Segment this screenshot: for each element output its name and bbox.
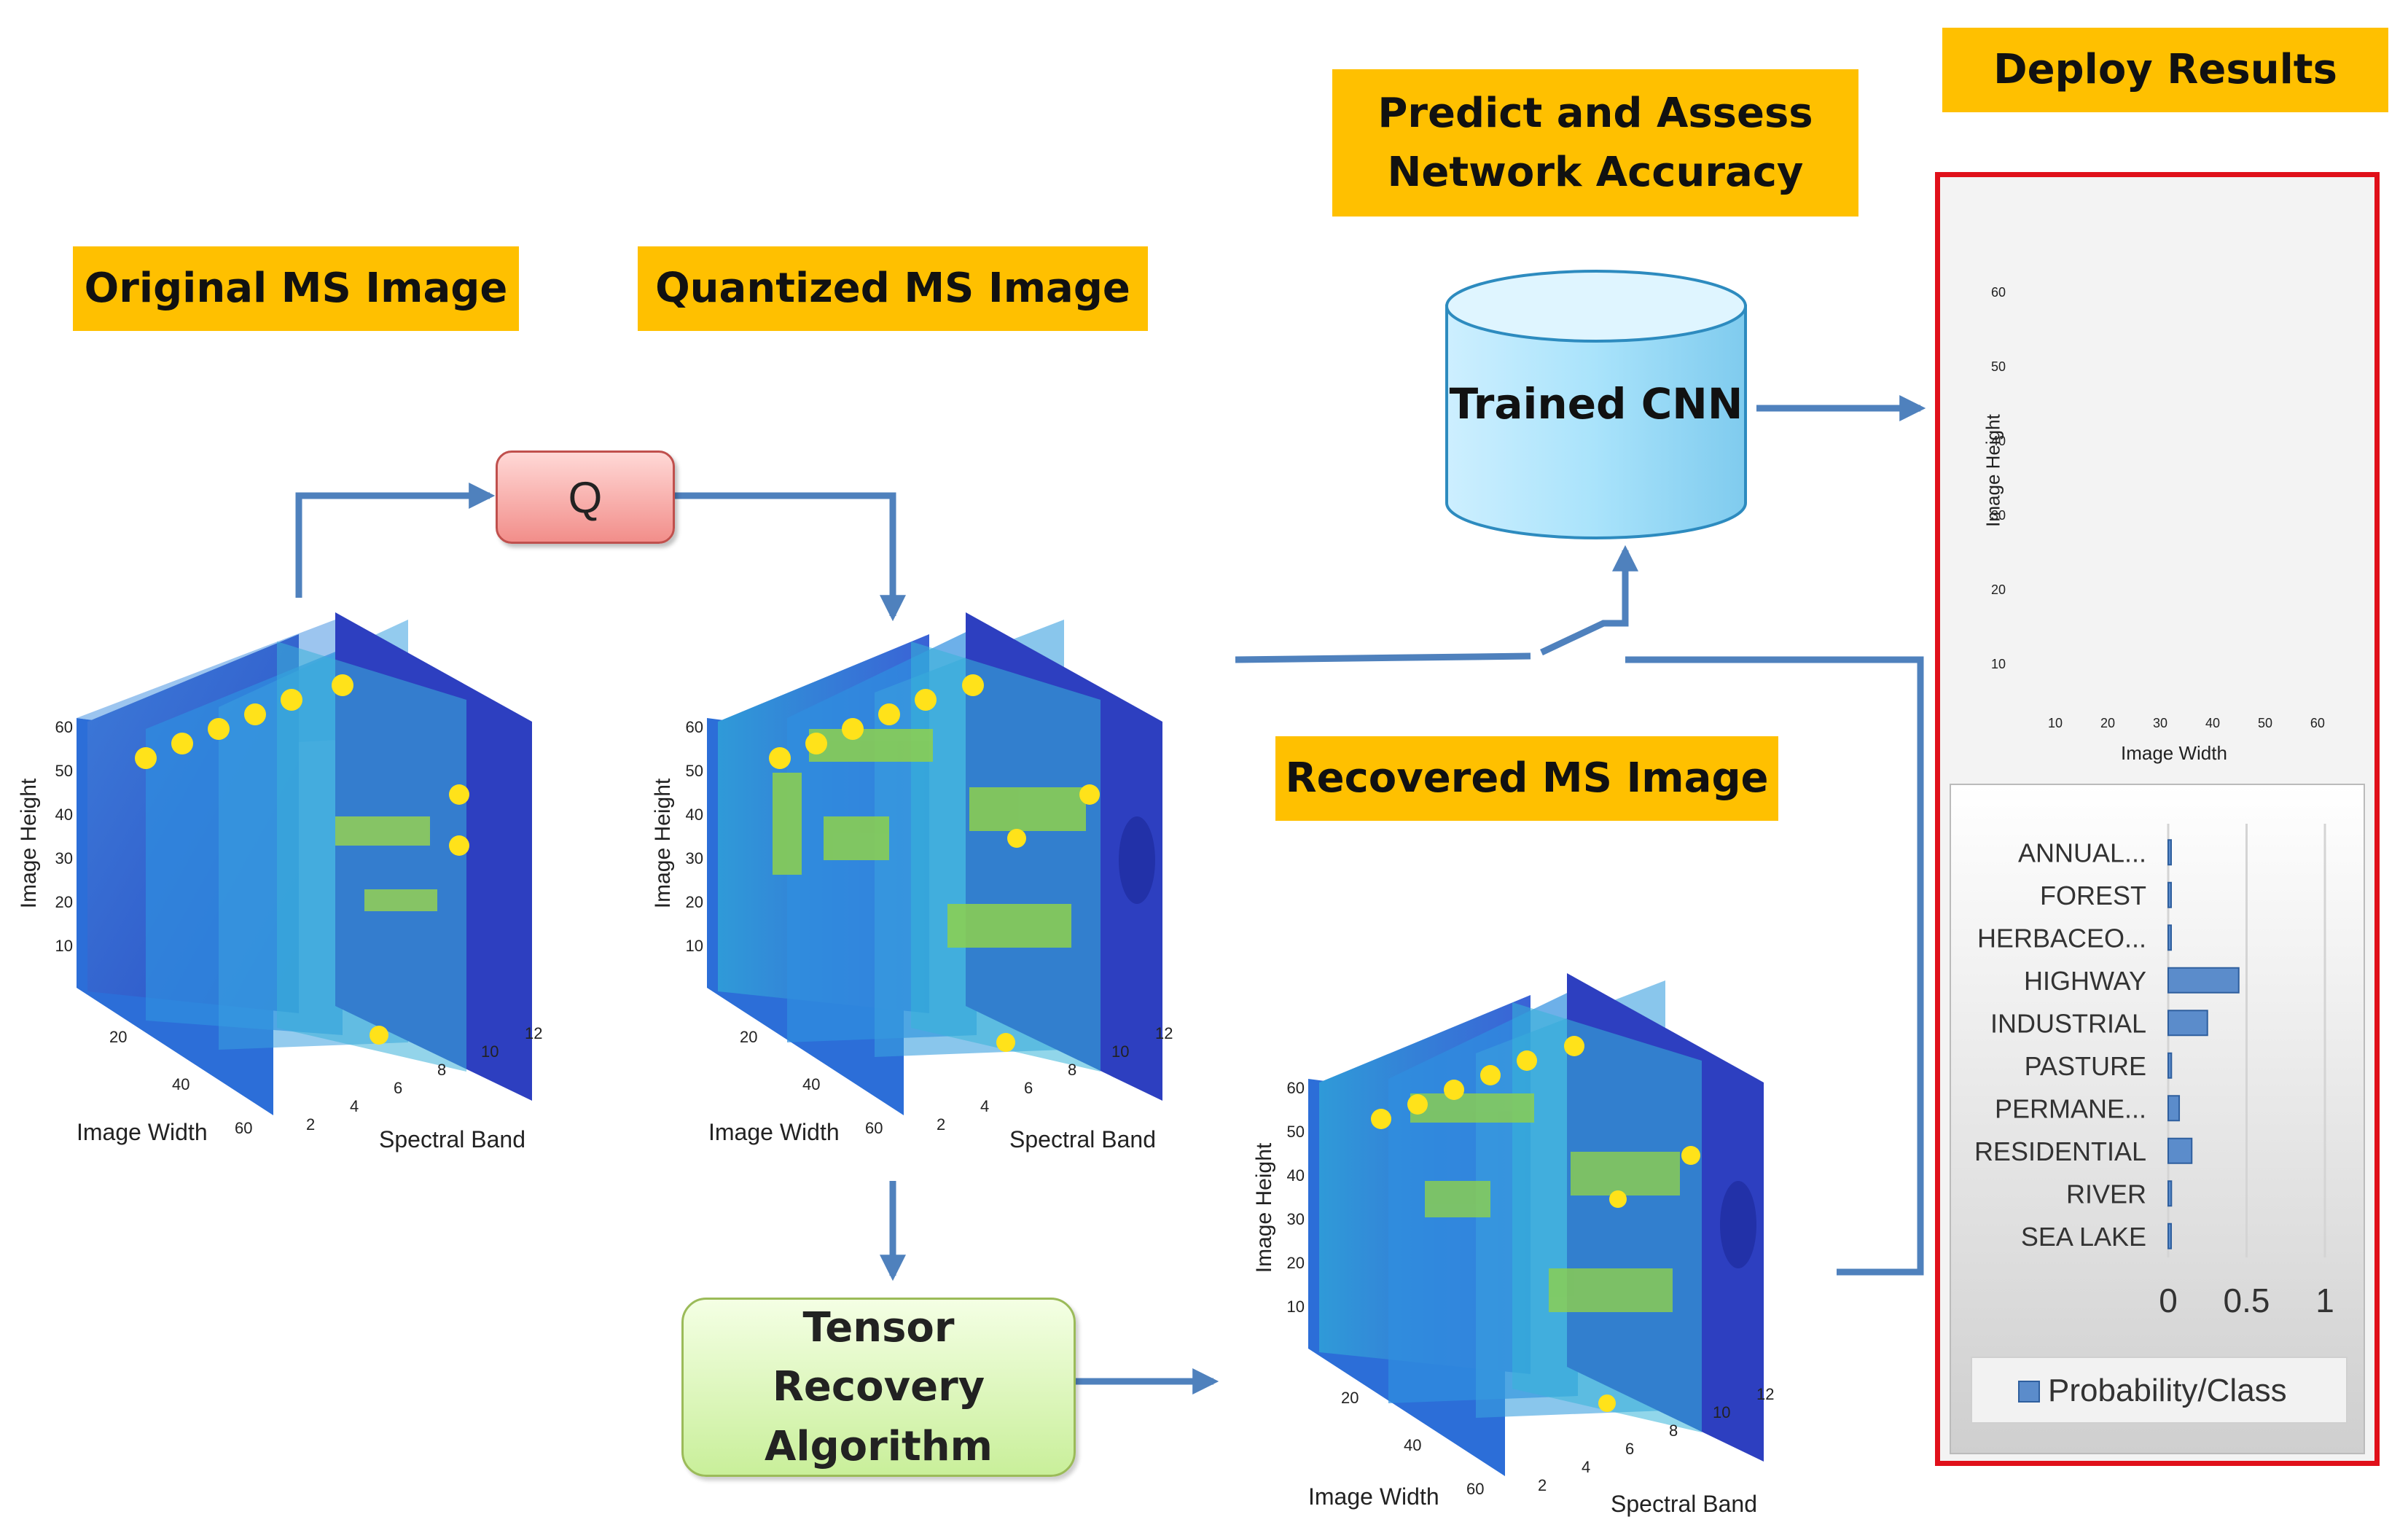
- tick: 60: [1286, 1079, 1305, 1097]
- tick: 20: [1286, 1254, 1305, 1272]
- tick: 10: [1713, 1403, 1731, 1421]
- tick: 50: [2257, 716, 2272, 730]
- tick: 60: [1466, 1480, 1485, 1498]
- arrow-original-to-q: [295, 483, 496, 598]
- cube3-height-ticks: 60 50 40 30 20 10: [1283, 1066, 1305, 1329]
- tick: 50: [55, 762, 73, 780]
- tick: 40: [1404, 1436, 1422, 1454]
- tick: 60: [685, 718, 703, 736]
- predict-assess-line-1: Predict and Assess: [1377, 89, 1813, 137]
- tick: 40: [2205, 716, 2220, 730]
- tensor-line-1: Tensor: [802, 1304, 955, 1352]
- original-ms-image-label: Original MS Image: [73, 246, 519, 331]
- tick: 10: [1286, 1298, 1305, 1316]
- tick: 60: [235, 1119, 253, 1137]
- tick: 50: [1286, 1123, 1305, 1141]
- tick: 2: [306, 1115, 316, 1134]
- tick: 20: [109, 1028, 128, 1046]
- cube2-band-label: Spectral Band: [1009, 1126, 1157, 1152]
- probability-chart-panel: [1950, 784, 2365, 1454]
- quantized-cube: [707, 612, 1162, 1115]
- tick: 4: [350, 1097, 359, 1115]
- recovered-cube: [1308, 973, 1764, 1476]
- trained-cnn-cylinder: [1445, 270, 1747, 539]
- cube1-height-ticks: 60 50 40 30 20 10: [51, 706, 73, 968]
- tick: 30: [1990, 508, 2006, 523]
- sample-x-ticks: 10 20 30 40 50 60: [2048, 716, 2325, 731]
- tick: 20: [1341, 1389, 1359, 1407]
- tick: 40: [55, 805, 73, 824]
- cube2-height-ticks: 60 50 40 30 20 10: [681, 706, 703, 968]
- tick: 6: [1625, 1440, 1635, 1458]
- tick: 10: [2048, 716, 2063, 730]
- cube1-height-label: Image Height: [17, 778, 41, 909]
- tick: 10: [685, 937, 703, 955]
- tick: 40: [172, 1075, 190, 1093]
- tick: 20: [2100, 716, 2116, 730]
- tick: 30: [55, 849, 73, 867]
- tick: 2: [1538, 1476, 1547, 1494]
- cube1-width-label: Image Width: [77, 1119, 208, 1145]
- tensor-line-2: Recovery: [772, 1363, 985, 1411]
- cube1-band-label: Spectral Band: [379, 1126, 526, 1152]
- deploy-results-label: Deploy Results: [1942, 28, 2388, 112]
- tick: 6: [1024, 1079, 1033, 1097]
- sample-xlabel: Image Width: [2121, 742, 2227, 764]
- tick: 50: [685, 762, 703, 780]
- tick: 40: [802, 1075, 821, 1093]
- tick: 10: [1111, 1042, 1130, 1061]
- cube3-width-label: Image Width: [1308, 1483, 1439, 1510]
- tick: 40: [1990, 434, 2006, 448]
- predict-assess-line-2: Network Accuracy: [1387, 149, 1804, 196]
- sample-y-ticks: 60 50 40 30 20 10: [1984, 255, 2006, 701]
- tick: 10: [55, 937, 73, 955]
- tick: 2: [937, 1115, 946, 1134]
- tick: 20: [740, 1028, 758, 1046]
- cube2-height-label: Image Height: [651, 778, 675, 909]
- tick: 8: [1068, 1061, 1077, 1079]
- tick: 6: [394, 1079, 403, 1097]
- tick: 4: [980, 1097, 990, 1115]
- tick: 60: [55, 718, 73, 736]
- tick: 12: [525, 1024, 543, 1042]
- tick: 8: [437, 1061, 447, 1079]
- quantizer-node: Q: [496, 450, 675, 544]
- tick: 30: [1286, 1210, 1305, 1228]
- arrow-quantized-to-cnn: [1235, 550, 1625, 663]
- tensor-recovery-node: Tensor Recovery Algorithm: [681, 1298, 1076, 1477]
- tick: 12: [1756, 1385, 1775, 1403]
- cube2-width-label: Image Width: [708, 1119, 840, 1145]
- cube3-height-label: Image Height: [1252, 1142, 1276, 1273]
- recovered-ms-image-label: Recovered MS Image: [1275, 736, 1778, 821]
- tick: 4: [1582, 1458, 1591, 1476]
- tick: 60: [865, 1119, 883, 1137]
- tick: 20: [1990, 582, 2006, 597]
- tick: 20: [55, 893, 73, 911]
- arrows: [295, 395, 1926, 1394]
- tick: 50: [1990, 359, 2006, 374]
- original-cube: [77, 612, 532, 1115]
- tick: 60: [2310, 716, 2325, 730]
- predict-assess-label: Predict and Assess Network Accuracy: [1332, 69, 1858, 217]
- quantized-ms-image-label: Quantized MS Image: [638, 246, 1148, 331]
- tensor-line-3: Algorithm: [765, 1422, 993, 1470]
- tick: 40: [685, 805, 703, 824]
- tick: 30: [685, 849, 703, 867]
- tick: 30: [2152, 716, 2167, 730]
- tick: 40: [1286, 1166, 1305, 1185]
- cube3-band-label: Spectral Band: [1611, 1491, 1758, 1517]
- trained-cnn-label: Trained CNN: [1449, 379, 1743, 429]
- tick: 12: [1155, 1024, 1173, 1042]
- tick: 10: [1990, 657, 2006, 671]
- arrow-recovered-to-cnn: [1625, 656, 1924, 1276]
- tick: 10: [481, 1042, 499, 1061]
- tick: 20: [685, 893, 703, 911]
- arrow-q-to-quantized: [674, 492, 906, 622]
- tick: 60: [1990, 285, 2006, 300]
- tick: 8: [1669, 1421, 1678, 1440]
